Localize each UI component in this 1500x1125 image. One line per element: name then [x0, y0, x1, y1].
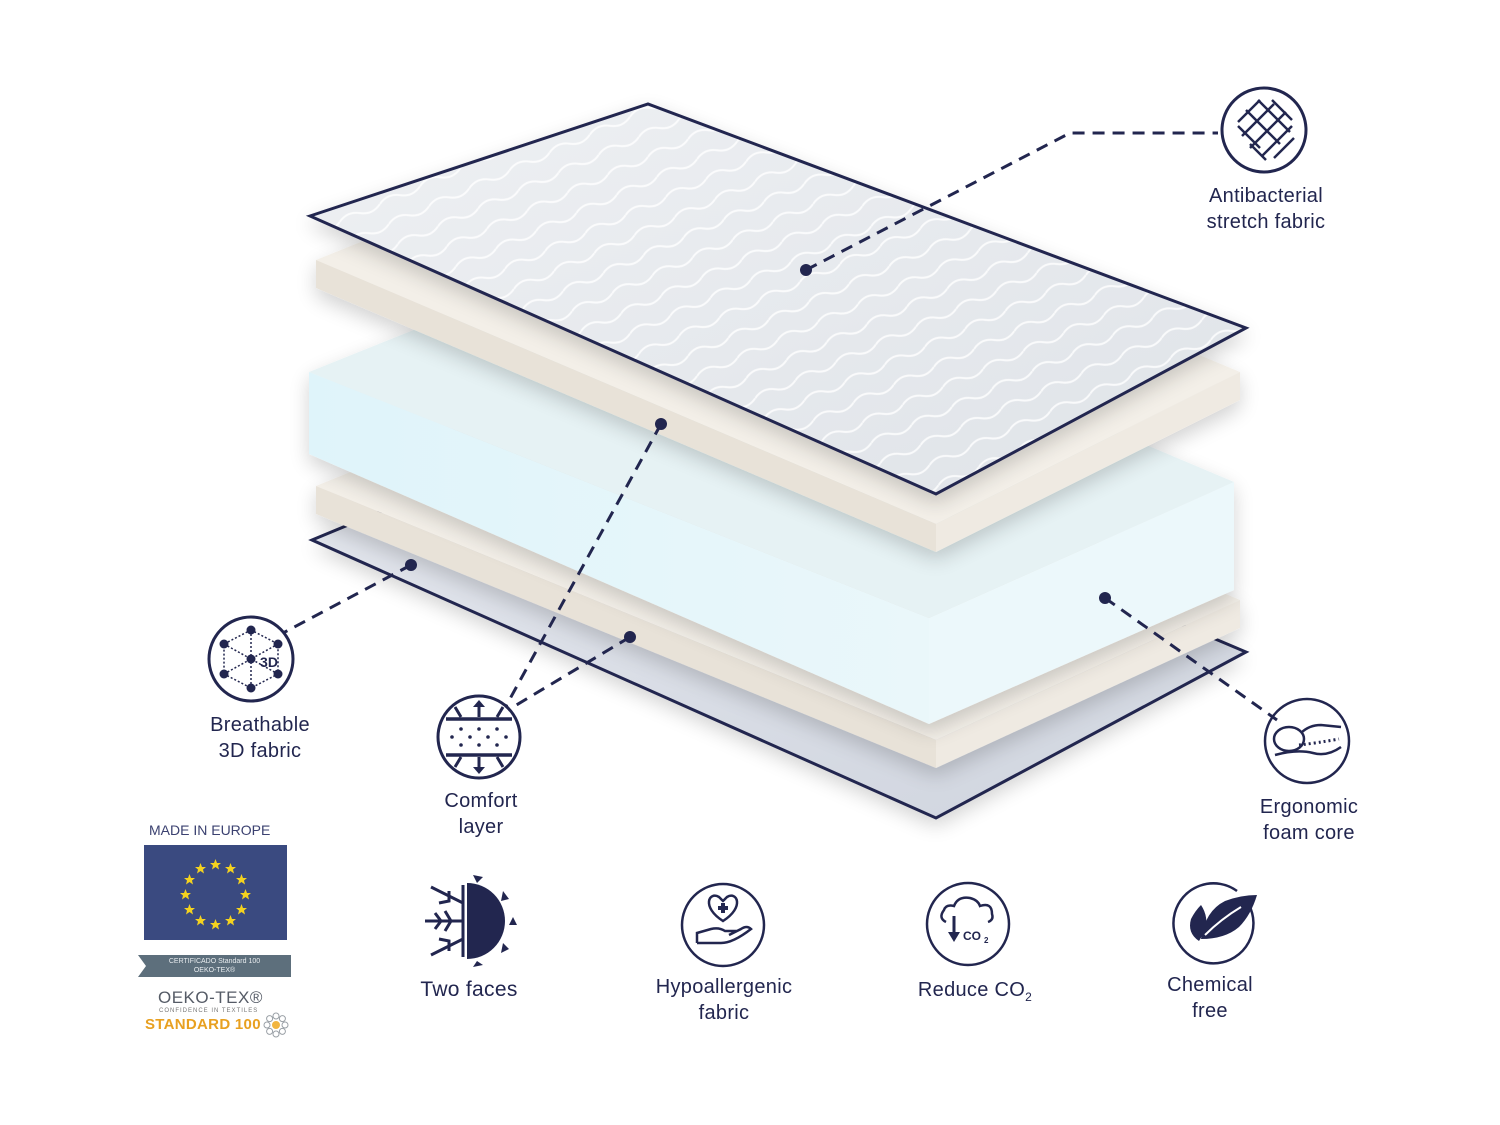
eu-stars-icon [180, 859, 251, 930]
callout-line-comfort-top [504, 423, 663, 707]
sleeping-body-icon [1263, 697, 1351, 785]
label-line: Ergonomic [1259, 796, 1359, 818]
label-breathable: Breathable 3D fabric [210, 712, 310, 764]
label-line: stretch fabric [1206, 211, 1326, 233]
callout-lines [282, 131, 1278, 722]
leaf-icon [1172, 882, 1257, 965]
ribbon-line: OEKO-TEX® [193, 967, 236, 974]
cloud-co2-icon: CO 2 [925, 881, 1011, 967]
oeko-tex-certificate-ribbon: CERTIFICADO Standard 100 OEKO-TEX® [138, 955, 291, 977]
made-in-europe-title: MADE IN EUROPE [149, 822, 271, 838]
label-line: foam core [1263, 822, 1355, 844]
callout-dots [405, 264, 1111, 643]
label-line: 3D fabric [218, 740, 302, 762]
label-line: fabric [698, 1002, 750, 1024]
svg-text:2: 2 [984, 936, 989, 945]
label-line: Breathable [210, 714, 310, 736]
label-line: Reduce CO2 [918, 977, 1032, 1010]
snowflake-sun-icon [425, 875, 517, 967]
label-line: Antibacterial [1209, 185, 1323, 207]
woven-fabric-icon [1220, 86, 1308, 174]
oeko-tex-tagline: CONFIDENCE IN TEXTILES [159, 1008, 259, 1014]
eu-flag-icon [144, 845, 287, 940]
label-line: layer [458, 816, 504, 838]
callout-line-ergonomic [1104, 596, 1278, 722]
label-chemical-free: Chemical free [1167, 972, 1253, 1024]
label-line: Chemical [1167, 974, 1253, 996]
svg-text:3D: 3D [260, 654, 278, 670]
label-subscript: 2 [1025, 990, 1033, 1004]
label-two-faces: Two faces [420, 977, 517, 1003]
callout-line-comfort-bottom [507, 635, 631, 712]
label-line: free [1192, 1000, 1228, 1022]
label-hypoallergenic: Hypoallergenic fabric [656, 974, 793, 1026]
label-reduce-co2: Reduce CO2 [918, 977, 1032, 1010]
oeko-tex-standard: STANDARD 100 [145, 1016, 261, 1033]
label-line: Two faces [420, 978, 518, 1001]
label-line: Hypoallergenic [655, 976, 793, 998]
oeko-tex-name: OEKO-TEX® [158, 988, 263, 1007]
3d-mesh-icon: 3D [207, 615, 295, 703]
callout-line-breathable [282, 563, 412, 635]
label-ergonomic: Ergonomic foam core [1260, 794, 1358, 846]
svg-text:CO: CO [963, 929, 981, 943]
ribbon-line: CERTIFICADO Standard 100 [168, 958, 261, 965]
layer-top-cover [305, 102, 1250, 496]
comfort-layer-icon [436, 694, 522, 780]
label-antibacterial: Antibacterial stretch fabric [1207, 183, 1326, 235]
label-comfort: Comfort layer [444, 788, 517, 840]
label-text: Reduce CO [917, 979, 1026, 1001]
label-line: Comfort [444, 790, 518, 812]
oeko-tex-flower-icon [263, 1012, 289, 1038]
heart-hand-icon [680, 882, 766, 968]
